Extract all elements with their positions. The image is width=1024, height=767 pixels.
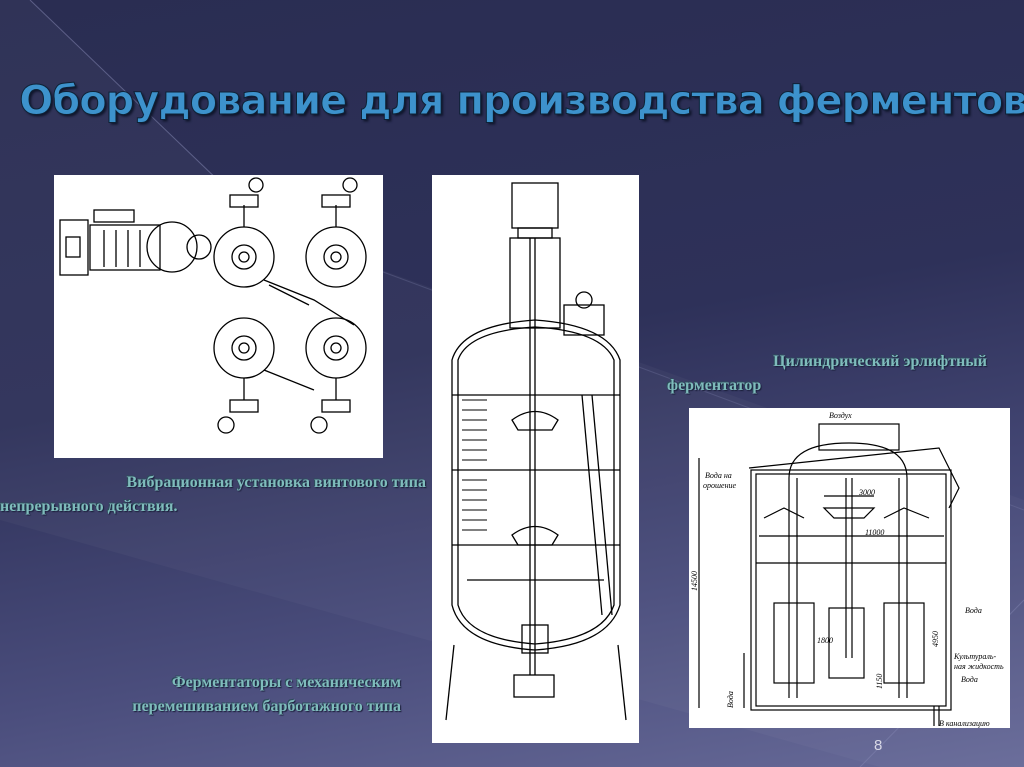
caption-line: Ферментаторы с механическим <box>171 674 401 691</box>
airlift-fermenter-diagram: Воздух Вода на орошение 3000 11000 14500… <box>689 408 1010 728</box>
label-culture-liquid: Культураль- <box>953 652 996 661</box>
label-water-right-lower: Вода <box>961 675 978 684</box>
label-irrigation-water-2: орошение <box>703 481 737 490</box>
label-to-sewer: В канализацию <box>939 719 990 728</box>
airlift-fermenter-caption: Цилиндрический эрлифтный ферментатор <box>667 350 987 398</box>
label-water-left: Вода <box>726 691 735 708</box>
slide-title: Оборудование для производства ферментов. <box>19 78 1024 125</box>
mechanical-fermenter-diagram <box>432 175 639 743</box>
label-dim-11000: 11000 <box>865 528 884 537</box>
mechanical-fermenter-caption: Ферментаторы с механическим перемешивани… <box>0 671 401 719</box>
caption-line: непрерывного действия. <box>0 498 178 515</box>
caption-line: Вибрационная установка винтового типа <box>126 474 426 491</box>
label-dim-4950: 4950 <box>931 631 940 647</box>
vibration-unit-caption: Вибрационная установка винтового типа не… <box>0 471 426 519</box>
caption-line: ферментатор <box>667 377 762 394</box>
label-irrigation-water: Вода на <box>705 471 732 480</box>
caption-line: перемешиванием барботажного типа <box>132 698 401 715</box>
caption-line: Цилиндрический эрлифтный <box>773 353 987 370</box>
page-number: 8 <box>874 737 883 754</box>
label-dim-1800: 1800 <box>817 636 833 645</box>
label-dim-3000: 3000 <box>858 488 875 497</box>
label-dim-14500: 14500 <box>690 571 699 591</box>
label-water-right: Вода <box>965 606 982 615</box>
label-air: Воздух <box>829 411 852 420</box>
label-culture-liquid-2: ная жидкость <box>954 662 1004 671</box>
vibration-unit-diagram <box>54 175 383 458</box>
label-dim-1150: 1150 <box>875 674 884 689</box>
